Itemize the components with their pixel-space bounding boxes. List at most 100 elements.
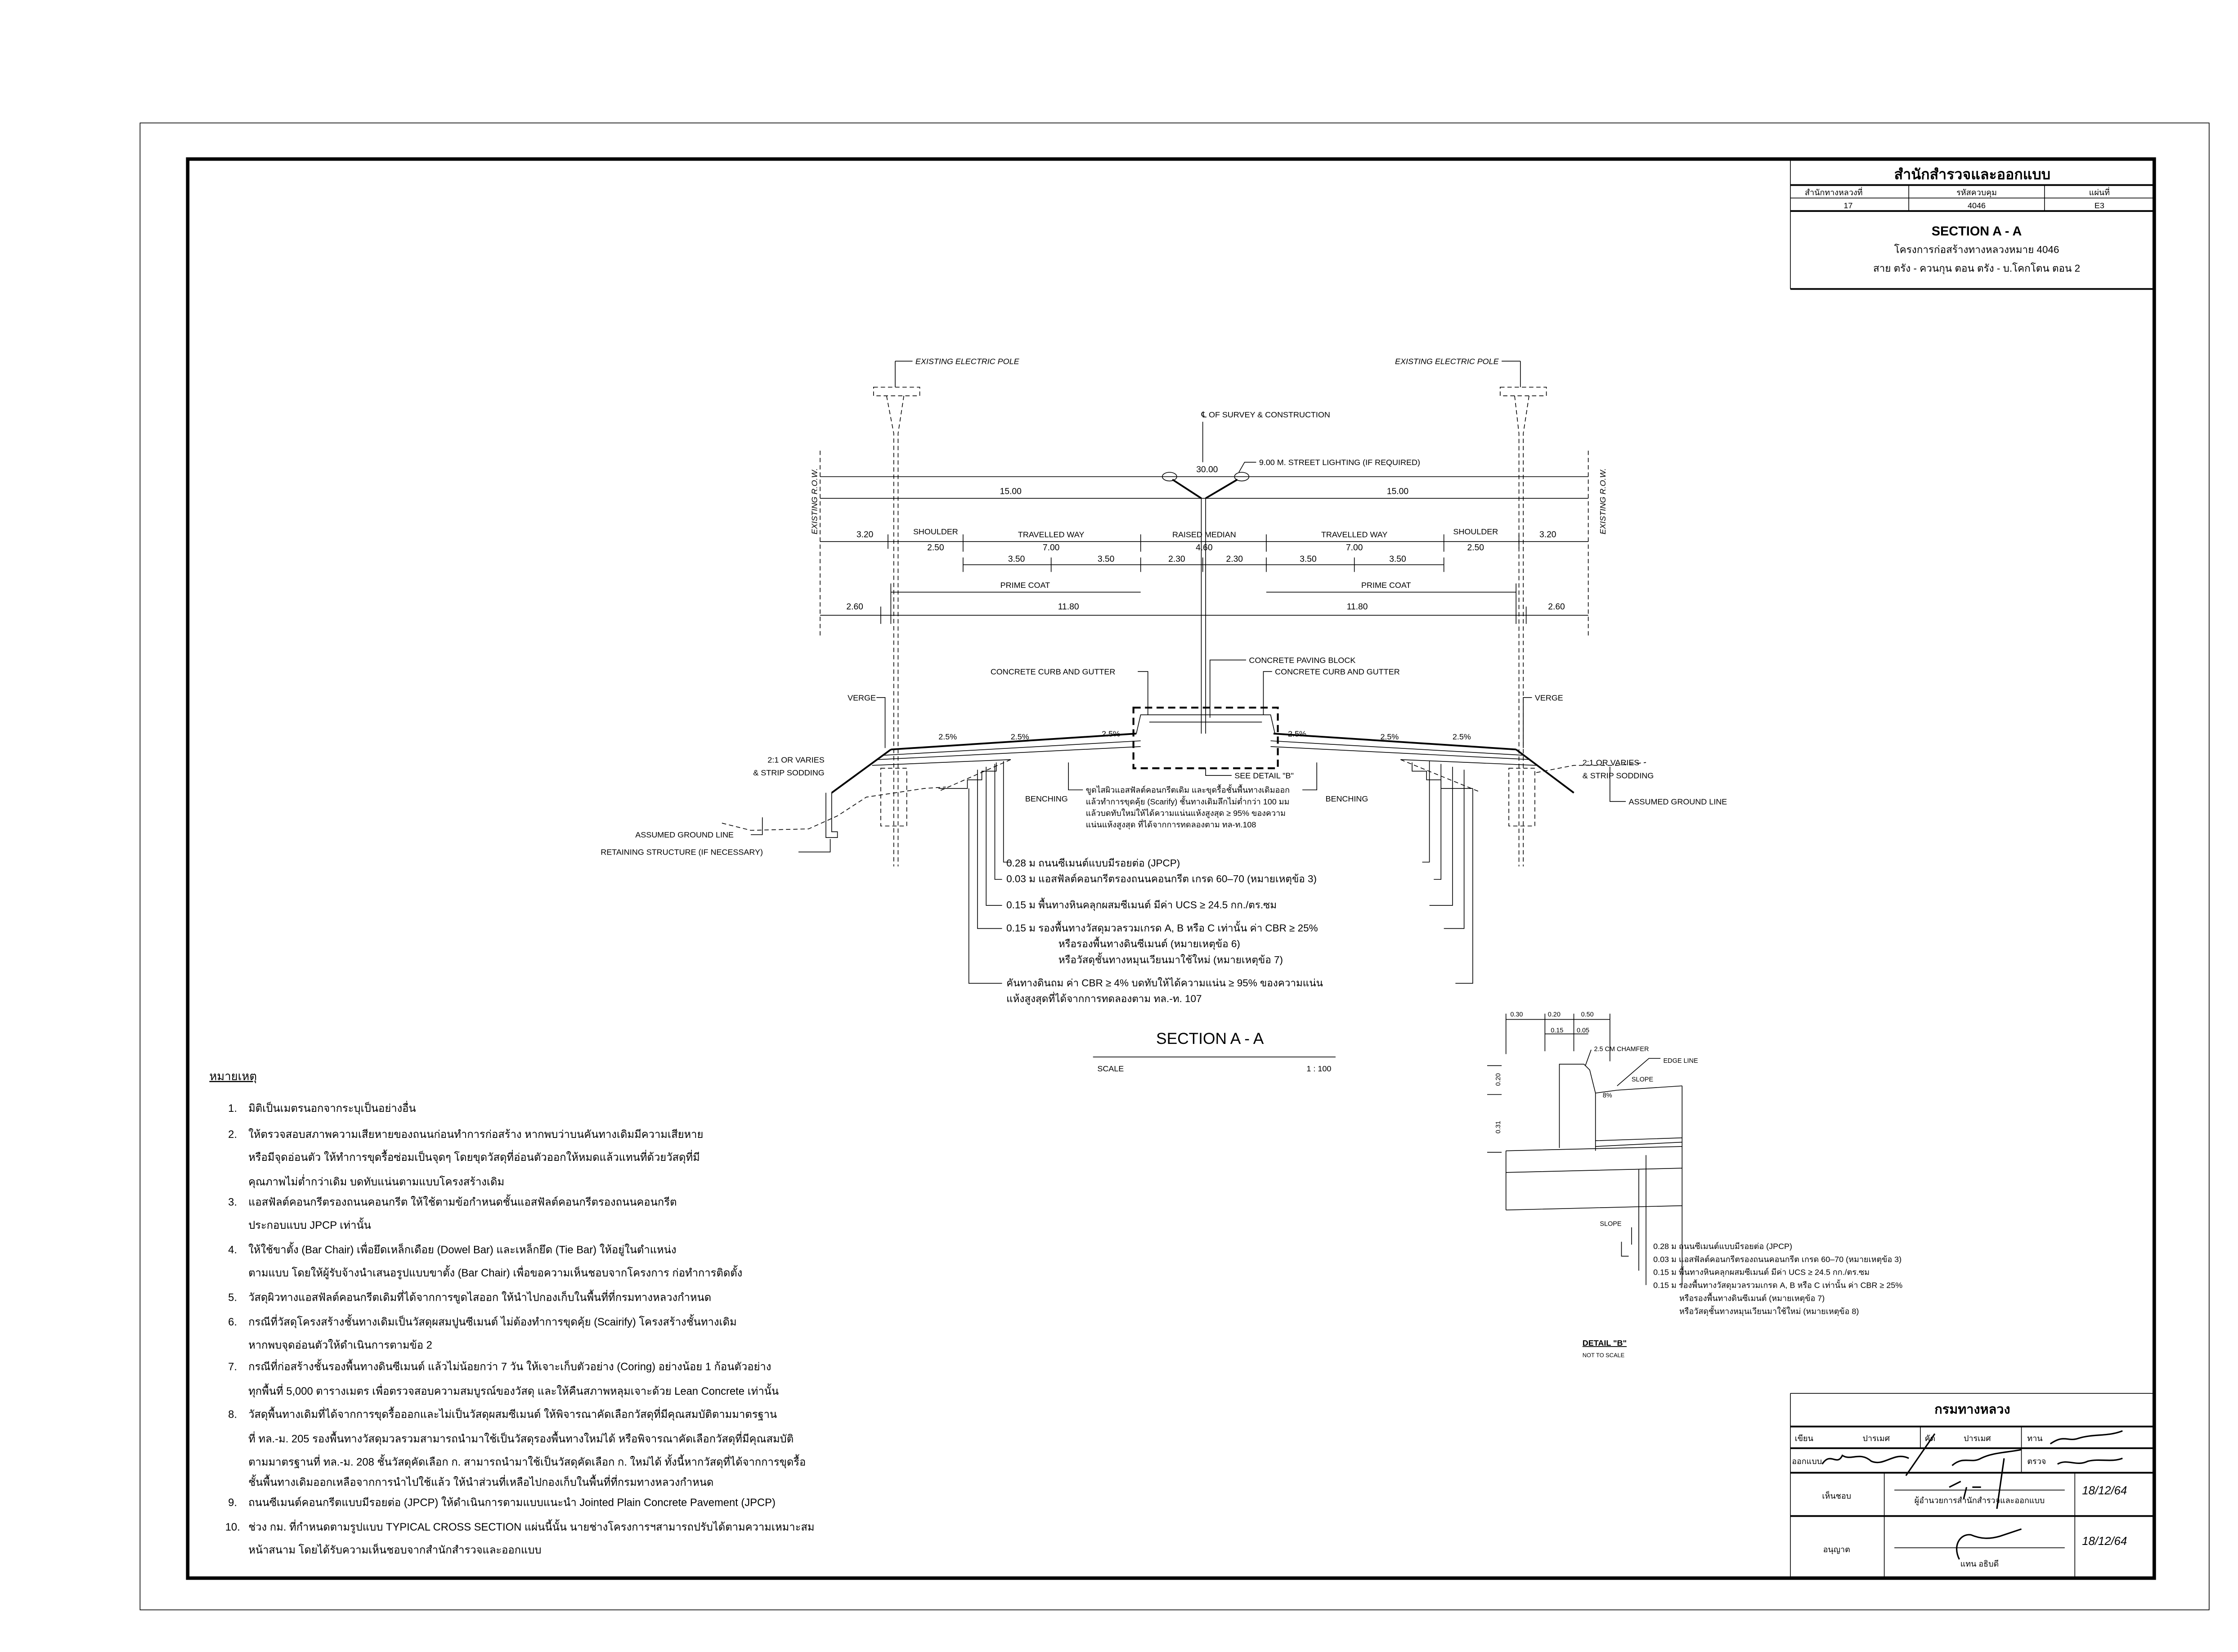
note-number: 2. <box>228 1128 237 1141</box>
sodding-right-label: & STRIP SODDING <box>1583 771 1654 780</box>
prime-coat-right: PRIME COAT <box>1361 581 1411 590</box>
signature-approver <box>1949 1481 1981 1499</box>
curb-right-label: CONCRETE CURB AND GUTTER <box>1275 667 1400 676</box>
detail-dim-0-31-vertical: 0.31 <box>1495 1121 1502 1133</box>
note-text: ประกอบแบบ JPCP เท่านั้น <box>248 1218 371 1231</box>
detail-layer: 0.28 ม ถนนซีเมนต์แบบมีรอยต่อ (JPCP) <box>1653 1242 1792 1251</box>
layer-jpcp: 0.28 ม ถนนซีเมนต์แบบมีรอยต่อ (JPCP) <box>1006 857 1180 869</box>
district-header: สำนักทางหลวงที่ <box>1805 187 1862 197</box>
reviewed-label: ทาน <box>2027 1434 2042 1443</box>
scarify-note-line: แล้วทำการขุดคุ้ย (Scarify) ชั้นทางเดิมลึ… <box>1086 796 1290 806</box>
note-text: คุณภาพไม่ต่ำกว่าเดิม บดทับแน่นตามแบบโครง… <box>248 1174 504 1188</box>
section-title: SECTION A - A <box>1156 1030 1264 1048</box>
dim-offset-right: 2.60 <box>1548 602 1565 612</box>
street-light-pole <box>1162 461 1256 734</box>
scarify-note-line: ขูดไสผิวแอสฟัลต์คอนกรีตเดิม และขุดรื้อชั… <box>1086 784 1290 795</box>
drawing-title: SECTION A - A <box>1932 224 2022 239</box>
checked-label: ตรวจ <box>2027 1457 2046 1466</box>
pavement-structure <box>722 707 1646 838</box>
detail-layer: 0.15 ม รองพื้นทางวัสดุมวลรวมเกรด A, B หร… <box>1653 1280 1902 1290</box>
dim-lane-2: 3.50 <box>1098 555 1114 564</box>
dimension-lines <box>820 476 1588 624</box>
edge-line-label: EDGE LINE <box>1664 1057 1698 1065</box>
slope-label-1: 2.5% <box>938 732 957 741</box>
travelled-way-left-label: TRAVELLED WAY <box>1018 530 1084 539</box>
layer-cement-base: 0.15 ม พื้นทางหินคลุกผสมซีเมนต์ มีค่า UC… <box>1006 897 1277 911</box>
approval-block: กรมทางหลวง เขียน ปารเมศ คัด ปารเมศ ทาน อ… <box>1790 1393 2154 1578</box>
note-text: หน้าสนาม โดยได้รับความเห็นชอบจากสำนักสำร… <box>248 1543 541 1556</box>
dim-shoulder-right: 2.50 <box>1467 543 1484 552</box>
dim-offset-left: 2.60 <box>846 602 863 612</box>
layer-subbase: 0.15 ม รองพื้นทางวัสดุมวลรวมเกรด A, B หร… <box>1006 921 1318 934</box>
note-text: หากพบจุดอ่อนตัวให้ดำเนินการตามข้อ 2 <box>248 1339 432 1351</box>
note-text: ถนนซีเมนต์คอนกรีตแบบมีรอยต่อ (JPCP) ให้ด… <box>248 1496 776 1509</box>
sodding-left-label: & STRIP SODDING <box>753 768 824 777</box>
detail-dim-0-50: 0.50 <box>1581 1011 1594 1018</box>
dim-half-median-left: 2.30 <box>1168 555 1185 564</box>
detail-dim-0-30: 0.30 <box>1510 1011 1523 1018</box>
note-number: 10. <box>225 1521 240 1533</box>
dim-raised-median: 4.60 <box>1196 543 1212 552</box>
note-text: ทุกพื้นที่ 5,000 ตารางเมตร เพื่อตรวจสอบค… <box>248 1383 779 1398</box>
detail-dim-0-05: 0.05 <box>1577 1027 1589 1034</box>
side-slope-right-label: 2:1 OR VARIES <box>1583 758 1640 767</box>
control-code-header: รหัสควบคุม <box>1956 188 1997 197</box>
dim-paved-left: 11.80 <box>1058 602 1079 612</box>
layer-subbase-alt-1: หรือรองพื้นทางดินซีเมนต์ (หมายเหตุข้อ 6) <box>1058 936 1240 950</box>
slope-label-2: 2.5% <box>1011 732 1029 741</box>
electric-pole-right-label: EXISTING ELECTRIC POLE <box>1395 357 1499 366</box>
signatures <box>1821 1430 2123 1560</box>
detail-layer: หรือวัสดุชั้นทางหมุนเวียนมาใช้ใหม่ (หมาย… <box>1679 1305 1859 1316</box>
layer-subbase-alt-2: หรือวัสดุชั้นทางหมุนเวียนมาใช้ใหม่ (หมาย… <box>1058 952 1283 966</box>
note-text: ช่วง กม. ที่กำหนดตามรูปแบบ TYPICAL CROSS… <box>248 1519 814 1534</box>
prime-coat-left: PRIME COAT <box>1000 581 1050 590</box>
dim-half-median-right: 2.30 <box>1226 555 1243 564</box>
approver-title: ผู้อำนวยการสำนักสำรวจและออกแบบ <box>1915 1496 2045 1505</box>
retaining-structure-label: RETAINING STRUCTURE (IF NECESSARY) <box>601 848 763 857</box>
slope-label-6: 2.5% <box>1453 732 1471 741</box>
general-notes: หมายเหตุ 1.มิติเป็นเมตรนอกจากระบุเป็นอย่… <box>209 1070 814 1556</box>
travelled-way-right-label: TRAVELLED WAY <box>1321 530 1387 539</box>
authorized-date: 18/12/64 <box>2082 1535 2127 1548</box>
authorizer-title: แทน อธิบดี <box>1960 1559 1999 1568</box>
electric-pole-left <box>873 361 920 867</box>
signature-designer <box>1821 1433 1936 1476</box>
traced-by: ปารเมศ <box>1964 1434 1991 1443</box>
slope-label-top: SLOPE <box>1632 1076 1654 1083</box>
title-block: สำนักสำรวจและออกแบบ สำนักทางหลวงที่ รหัส… <box>1790 159 2154 290</box>
detail-b-subtitle: NOT TO SCALE <box>1583 1352 1624 1359</box>
verge-right-label: VERGE <box>1535 693 1563 702</box>
dim-half-left: 15.00 <box>1000 487 1022 496</box>
control-code-value: 4046 <box>1968 201 1986 210</box>
note-text: หรือมีจุดอ่อนตัว ให้ทำการขุดรื้อซ่อมเป็น… <box>248 1150 700 1164</box>
side-slope-left-label: 2:1 OR VARIES <box>767 755 825 764</box>
layer-embankment-cont: แห้งสูงสุดที่ได้จากการทดลองตาม ทล.-ท. 10… <box>1006 991 1202 1005</box>
dim-lane-4: 3.50 <box>1389 555 1406 564</box>
note-text: ให้ใช้ขาตั้ง (Bar Chair) เพื่อยึดเหล็กเด… <box>248 1242 676 1257</box>
route-name: สาย ตรัง - ควนกุน ตอน ตรัง - บ.โคกโตน ตอ… <box>1873 262 2080 274</box>
note-number: 4. <box>228 1244 237 1256</box>
sheet-inner-border <box>186 157 2156 1580</box>
signature-reviewer <box>2050 1430 2123 1445</box>
dim-lane-3: 3.50 <box>1300 555 1316 564</box>
note-text: แอสฟัลต์คอนกรีตรองถนนคอนกรีต ให้ใช้ตามข้… <box>248 1195 677 1209</box>
dim-travelled-way-right: 7.00 <box>1346 543 1363 552</box>
dim-verge-right: 3.20 <box>1539 530 1556 540</box>
signature-checker <box>2057 1457 2123 1465</box>
scarify-note: ขูดไสผิวแอสฟัลต์คอนกรีตเดิม และขุดรื้อชั… <box>1068 762 1318 830</box>
detail-layer: 0.15 ม พื้นทางหินคลุกผสมซีเมนต์ มีค่า UC… <box>1653 1267 1870 1277</box>
layer-asphalt: 0.03 ม แอสฟัลต์คอนกรีตรองถนนคอนกรีต เกรด… <box>1006 873 1317 885</box>
street-lighting-label: 9.00 M. STREET LIGHTING (IF REQUIRED) <box>1259 458 1420 467</box>
detail-layer: 0.03 ม แอสฟัลต์คอนกรีตรองถนนคอนกรีต เกรด… <box>1653 1255 1902 1264</box>
gutter-slope-label: 8% <box>1603 1092 1612 1099</box>
scarify-note-line: แล้วบดทับใหม่ให้ได้ความแน่นแห้งสูงสุด ≥ … <box>1086 808 1286 818</box>
detail-b: 0.30 0.20 0.50 0.15 0.05 0.20 0.31 2.5 C… <box>1487 1011 1902 1359</box>
dim-half-right: 15.00 <box>1387 487 1408 496</box>
note-text: มิติเป็นเมตรนอกจากระบุเป็นอย่างอื่น <box>248 1101 416 1115</box>
note-text: ชั้นพื้นทางเดิมออกเหลือจากการนำไปใช้แล้ว… <box>248 1474 713 1488</box>
drawn-by: ปารเมศ <box>1862 1434 1890 1443</box>
detail-dim-0-15: 0.15 <box>1551 1027 1563 1034</box>
raised-median-label: RAISED MEDIAN <box>1172 530 1236 539</box>
detail-dim-0-20-vertical: 0.20 <box>1495 1073 1502 1086</box>
